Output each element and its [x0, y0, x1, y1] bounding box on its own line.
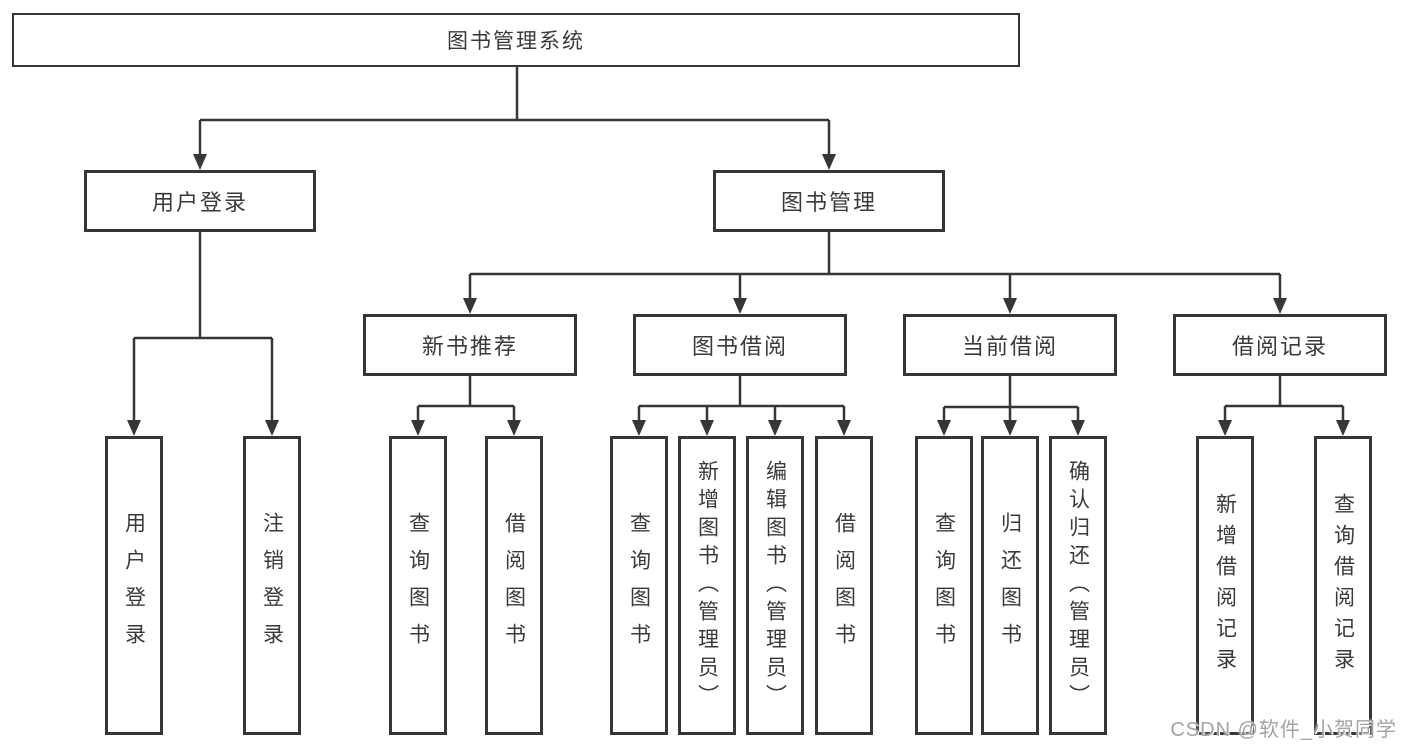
node-user-login-label: 用户登录	[151, 190, 248, 215]
leaf-query-books-current: 查询图书	[915, 436, 973, 735]
leaf-query-books-borrow: 查询图书	[610, 436, 668, 735]
leaf-query-books-recommend-label: 查询图书	[406, 511, 430, 660]
node-current-borrow-label: 当前借阅	[961, 334, 1058, 359]
csdn-watermark: CSDN @软件_小贺同学	[1170, 719, 1397, 741]
leaf-query-books-current-label: 查询图书	[932, 511, 956, 660]
leaf-edit-books-admin-label: 编辑图书（管理员）	[763, 459, 787, 712]
leaf-add-borrow-record: 新增借阅记录	[1196, 436, 1254, 735]
leaf-borrow-books-label: 借阅图书	[832, 511, 856, 660]
node-new-book-recommend-label: 新书推荐	[421, 334, 518, 359]
node-book-management: 图书管理	[713, 170, 945, 232]
leaf-query-borrow-record-label: 查询借阅记录	[1331, 492, 1355, 679]
node-book-management-label: 图书管理	[780, 190, 877, 215]
leaf-add-books-admin-label: 新增图书（管理员）	[695, 459, 719, 712]
leaf-borrow-books-recommend: 借阅图书	[485, 436, 543, 735]
leaf-user-login: 用户登录	[105, 436, 163, 735]
leaf-logout-label: 注销登录	[260, 511, 284, 660]
node-root-label: 图书管理系统	[447, 30, 585, 53]
node-book-borrow: 图书借阅	[633, 314, 847, 376]
leaf-return-books-label: 归还图书	[998, 511, 1022, 660]
leaf-borrow-books: 借阅图书	[815, 436, 873, 735]
node-root-system: 图书管理系统	[12, 13, 1020, 67]
leaf-return-books: 归还图书	[981, 436, 1039, 735]
leaf-user-login-label: 用户登录	[122, 511, 146, 660]
node-current-borrow: 当前借阅	[903, 314, 1117, 376]
node-new-book-recommend: 新书推荐	[363, 314, 577, 376]
node-borrow-records-label: 借阅记录	[1231, 334, 1328, 359]
leaf-borrow-books-recommend-label: 借阅图书	[502, 511, 526, 660]
leaf-query-books-recommend: 查询图书	[389, 436, 447, 735]
leaf-add-borrow-record-label: 新增借阅记录	[1213, 492, 1237, 679]
leaf-add-books-admin: 新增图书（管理员）	[678, 436, 736, 735]
leaf-query-books-borrow-label: 查询图书	[627, 511, 651, 660]
leaf-confirm-return-admin-label: 确认归还（管理员）	[1066, 459, 1090, 712]
leaf-logout: 注销登录	[243, 436, 301, 735]
node-book-borrow-label: 图书借阅	[691, 334, 788, 359]
leaf-edit-books-admin: 编辑图书（管理员）	[746, 436, 804, 735]
leaf-confirm-return-admin: 确认归还（管理员）	[1049, 436, 1107, 735]
node-borrow-records: 借阅记录	[1173, 314, 1387, 376]
node-user-login: 用户登录	[84, 170, 316, 232]
leaf-query-borrow-record: 查询借阅记录	[1314, 436, 1372, 735]
